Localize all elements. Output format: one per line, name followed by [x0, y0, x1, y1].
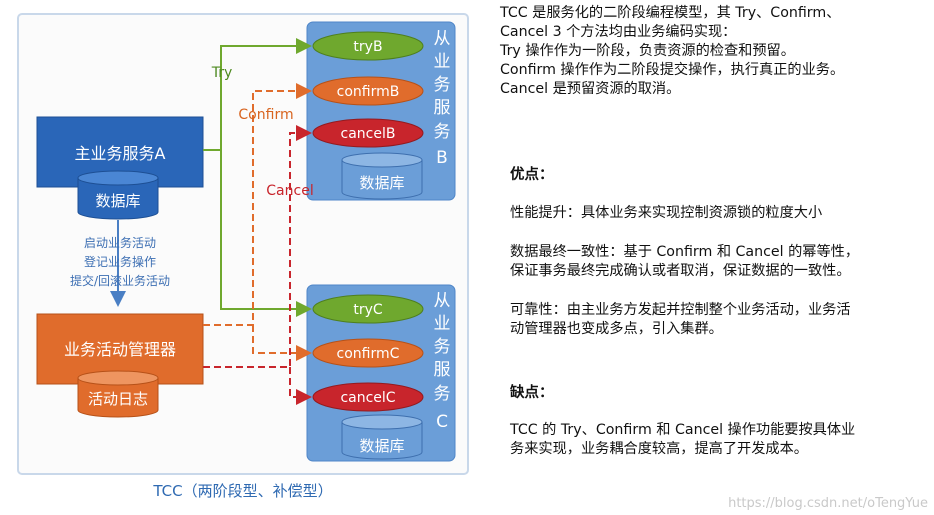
- con-coupling-2: 务来实现，业务耦合度较高，提高了开发成本。: [510, 441, 808, 457]
- service-b-panel: 从 业 务 服 务 B tryB confirmB cancelB 数据库: [306, 21, 456, 201]
- try-arrow-label: Try: [211, 65, 233, 81]
- activity-log: 活动日志: [88, 390, 148, 408]
- service-b-title-1: 从: [434, 29, 451, 49]
- con-coupling-1: TCC 的 Try、Confirm 和 Cancel 操作功能要按具体业: [510, 422, 856, 438]
- main-service-label: 主业务服务A: [75, 144, 166, 163]
- try-c: tryC: [353, 302, 383, 318]
- cancel-arrow-label: Cancel: [266, 183, 313, 199]
- try-b: tryB: [353, 39, 382, 55]
- service-c-panel: 从 业 务 服 务 C tryC confirmC cancelC 数据库: [306, 284, 456, 462]
- tcc-diagram: 从 业 务 服 务 B tryB confirmB cancelB 数据库 从 …: [17, 13, 469, 500]
- svg-text:服: 服: [434, 360, 451, 380]
- step-3: 提交/回滚业务活动: [70, 273, 170, 288]
- cancel-b: cancelB: [341, 126, 396, 142]
- intro-line-2: Cancel 3 个方法均由业务编码实现：: [500, 24, 737, 40]
- svg-text:业: 业: [434, 314, 451, 334]
- svg-text:服: 服: [434, 98, 451, 118]
- step-2: 登记业务操作: [84, 254, 156, 269]
- manager-label: 业务活动管理器: [64, 340, 176, 359]
- db-b: 数据库: [359, 174, 404, 192]
- intro-line-5: Cancel 是预留资源的取消。: [500, 81, 681, 97]
- step-1: 启动业务活动: [84, 235, 156, 250]
- svg-text:业: 业: [434, 52, 451, 72]
- activity-manager: 业务活动管理器 活动日志: [36, 313, 204, 418]
- cancel-c: cancelC: [340, 390, 395, 406]
- diagram-caption: TCC（两阶段型、补偿型）: [152, 482, 332, 500]
- pros-title: 优点：: [510, 167, 554, 183]
- watermark: https://blog.csdn.net/oTengYue: [728, 496, 928, 511]
- main-service-a: 主业务服务A 数据库: [36, 116, 204, 220]
- intro-line-1: TCC 是服务化的二阶段编程模型，其 Try、Confirm、: [500, 5, 841, 21]
- pro-reliability-1: 可靠性：由主业务方发起并控制整个业务活动，业务活: [510, 302, 851, 318]
- confirm-c: confirmC: [337, 346, 400, 362]
- svg-text:务: 务: [434, 122, 451, 142]
- pro-consistency-1: 数据最终一致性：基于 Confirm 和 Cancel 的幂等性，: [510, 244, 860, 260]
- db-a: 数据库: [95, 192, 140, 210]
- description-panel: TCC 是服务化的二阶段编程模型，其 Try、Confirm、 Cancel 3…: [500, 4, 930, 459]
- svg-text:B: B: [436, 148, 448, 168]
- db-c: 数据库: [359, 437, 404, 455]
- svg-text:务: 务: [434, 75, 451, 95]
- confirm-b: confirmB: [337, 84, 400, 100]
- pro-consistency-2: 保证事务最终完成确认或者取消，保证数据的一致性。: [510, 263, 851, 279]
- svg-text:从: 从: [434, 291, 451, 311]
- intro-line-4: Confirm 操作作为二阶段提交操作，执行真正的业务。: [500, 62, 845, 78]
- pro-performance: 性能提升：具体业务来实现控制资源锁的粒度大小: [510, 205, 823, 221]
- svg-text:务: 务: [434, 337, 451, 357]
- cons-title: 缺点：: [510, 385, 554, 401]
- confirm-arrow-label: Confirm: [238, 107, 293, 123]
- pro-reliability-2: 动管理器也变成多点，引入集群。: [510, 321, 723, 337]
- intro-line-3: Try 操作作为一阶段，负责资源的检查和预留。: [500, 43, 795, 59]
- svg-text:务: 务: [434, 384, 451, 404]
- svg-text:C: C: [436, 412, 448, 432]
